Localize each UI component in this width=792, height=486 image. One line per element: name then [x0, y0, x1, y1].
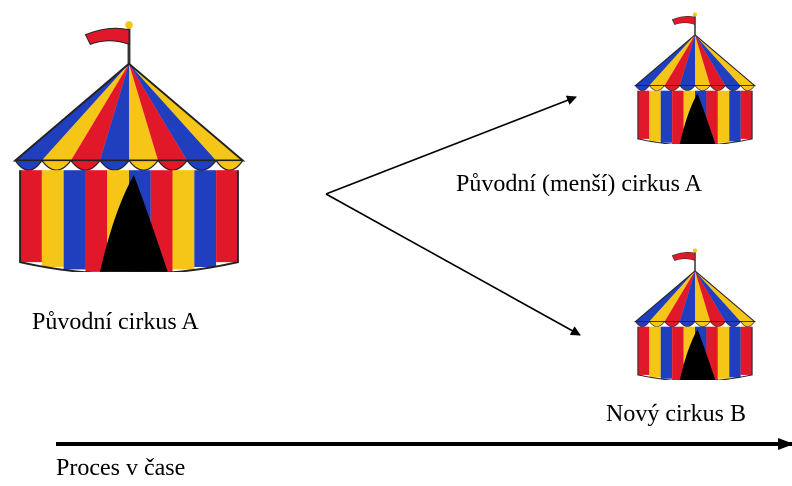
label-original-circus: Původní cirkus A [32, 309, 199, 335]
split-arrow-down [325, 193, 581, 336]
split-arrow-up [325, 95, 577, 195]
label-new-circus: Nový cirkus B [606, 401, 746, 427]
label-process-in-time: Proces v čase [56, 455, 186, 481]
label-original-smaller-circus: Původní (menší) cirkus A [456, 171, 702, 197]
